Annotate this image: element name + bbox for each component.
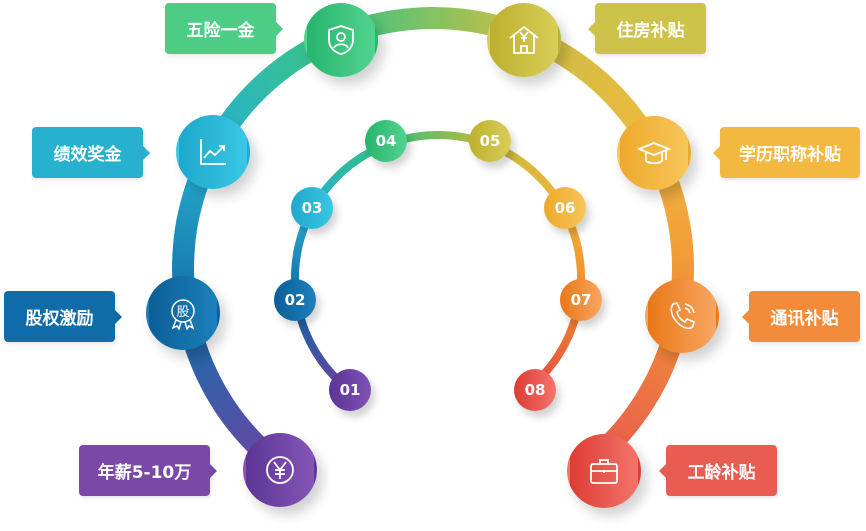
- step-07: 07: [560, 279, 602, 321]
- chart-trend-icon: [200, 139, 226, 165]
- node-equity-incentive: 股: [146, 276, 220, 350]
- graduation-cap-icon: [637, 142, 671, 165]
- label-annual-salary: 年薪5-10万: [79, 445, 217, 496]
- phone-icon: [670, 302, 695, 330]
- node-annual-salary: [243, 433, 317, 507]
- node-performance-bonus: [176, 115, 250, 189]
- node-seniority-allowance: [567, 434, 641, 508]
- step-05: 05: [469, 120, 511, 162]
- step-04: 04: [365, 120, 407, 162]
- label-wuxian-yijin: 五险一金: [165, 3, 283, 54]
- label-equity-incentive: 股权激励: [4, 291, 122, 342]
- step-08: 08: [514, 369, 556, 411]
- shield-user-icon: [328, 25, 354, 55]
- node-communication-allowance: [645, 279, 719, 353]
- label-performance-bonus: 绩效奖金: [32, 127, 150, 178]
- label-housing-allowance: 住房补贴: [588, 3, 706, 54]
- step-06: 06: [544, 187, 586, 229]
- node-education-allowance: [617, 116, 691, 190]
- step-02: 02: [274, 279, 316, 321]
- label-seniority-allowance: 工龄补贴: [659, 445, 777, 496]
- stock-badge-icon: 股: [171, 299, 195, 330]
- step-01: 01: [329, 369, 371, 411]
- yen-icon: [266, 456, 294, 484]
- node-housing-allowance: [487, 3, 561, 77]
- briefcase-icon: [590, 459, 618, 484]
- node-wuxian-yijin: [304, 3, 378, 77]
- svg-text:股: 股: [176, 305, 189, 320]
- label-communication-allowance: 通讯补贴: [742, 291, 860, 342]
- step-03: 03: [291, 187, 333, 229]
- label-education-allowance: 学历职称补贴: [713, 127, 860, 178]
- house-yen-icon: [509, 25, 539, 54]
